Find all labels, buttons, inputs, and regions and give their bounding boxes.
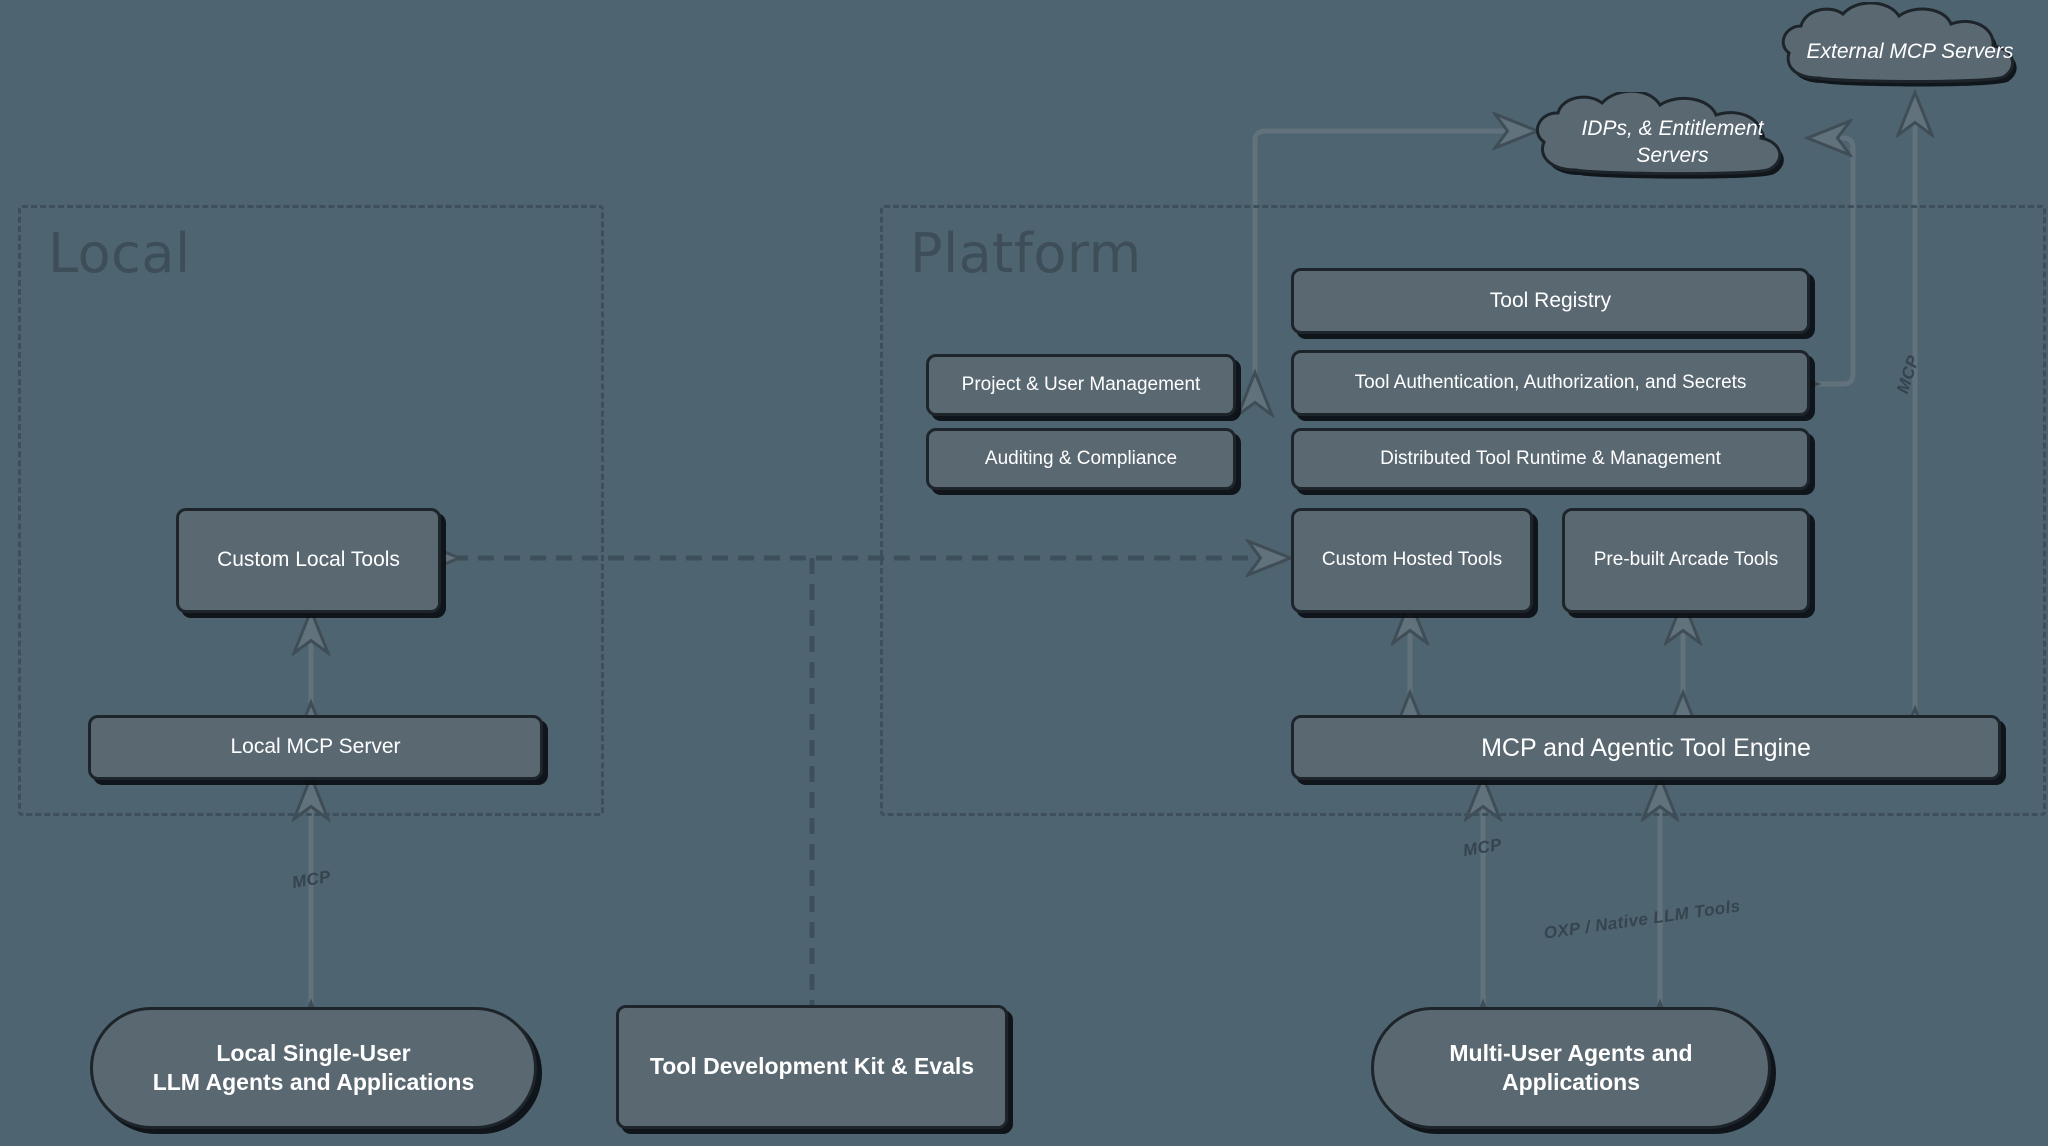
node-tool-registry[interactable]: Tool Registry bbox=[1291, 268, 1810, 334]
group-platform bbox=[880, 205, 2046, 816]
node-custom-local-tools[interactable]: Custom Local Tools bbox=[176, 508, 441, 613]
node-auditing-compliance[interactable]: Auditing & Compliance bbox=[926, 428, 1236, 490]
node-local-mcp-server[interactable]: Local MCP Server bbox=[88, 715, 543, 780]
node-tool-development-kit-evals[interactable]: Tool Development Kit & Evals bbox=[616, 1005, 1008, 1129]
node-local-single-user-agents[interactable]: Local Single-User LLM Agents and Applica… bbox=[90, 1007, 537, 1129]
node-multi-user-agents-line-2: Applications bbox=[1501, 1069, 1640, 1095]
node-distributed-tool-runtime-management[interactable]: Distributed Tool Runtime & Management bbox=[1291, 428, 1810, 490]
cloud-idps-entitlement-servers[interactable]: IDPs, & Entitlement Servers bbox=[1530, 92, 1815, 192]
cloud-external-mcp-servers[interactable]: External MCP Servers bbox=[1775, 2, 2045, 102]
node-local-agents-line-1: Local Single-User bbox=[216, 1039, 411, 1066]
node-multi-user-agents-line-1: Multi-User Agents and bbox=[1449, 1039, 1693, 1066]
group-local-title: Local bbox=[48, 222, 191, 285]
cloud-shape-icon bbox=[1781, 2, 2017, 87]
cloud-shape-icon bbox=[1536, 92, 1784, 179]
node-project-user-management[interactable]: Project & User Management bbox=[926, 354, 1236, 416]
node-local-agents-line-2: LLM Agents and Applications bbox=[152, 1069, 475, 1095]
edge-label-mcp-engine-agents: MCP bbox=[1461, 834, 1504, 861]
node-mcp-agentic-tool-engine[interactable]: MCP and Agentic Tool Engine bbox=[1291, 715, 2001, 780]
edge-label-mcp-local: MCP bbox=[290, 866, 333, 893]
node-prebuilt-arcade-tools[interactable]: Pre-built Arcade Tools bbox=[1562, 508, 1810, 613]
edge-label-oxp-native-llm-tools: OXP / Native LLM Tools bbox=[1542, 896, 1742, 943]
node-tool-authentication-authorization-secrets[interactable]: Tool Authentication, Authorization, and … bbox=[1291, 350, 1810, 416]
node-multi-user-agents[interactable]: Multi-User Agents and Applications bbox=[1371, 1007, 1771, 1129]
node-custom-hosted-tools[interactable]: Custom Hosted Tools bbox=[1291, 508, 1533, 613]
cloud-idps-entitlement-servers-label: IDPs, & Entitlement Servers bbox=[1581, 116, 1764, 167]
group-platform-title: Platform bbox=[910, 222, 1142, 285]
cloud-external-mcp-servers-label: External MCP Servers bbox=[1806, 40, 2014, 64]
group-local bbox=[18, 205, 604, 816]
